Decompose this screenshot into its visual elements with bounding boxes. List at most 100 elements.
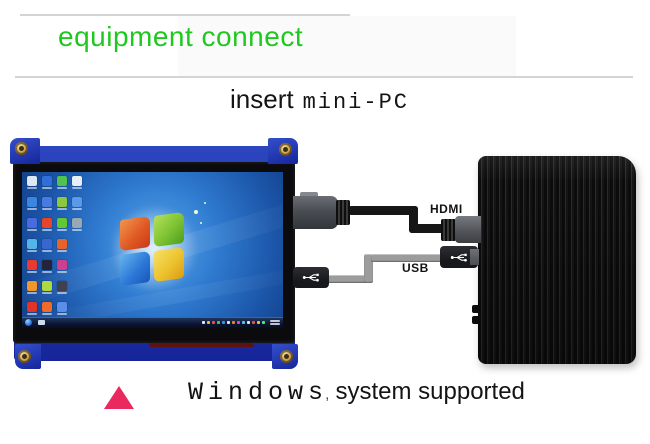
header-top-rule — [20, 14, 350, 16]
hdmi-plug-display-side — [293, 196, 338, 229]
desktop-icon-label — [72, 229, 82, 231]
tray-icon — [212, 321, 215, 324]
desktop-icon-label — [42, 313, 52, 315]
usb-cable — [364, 254, 373, 283]
mini-pc-side-tab — [472, 305, 479, 313]
desktop-icon — [42, 176, 52, 189]
tray-icon — [262, 321, 265, 324]
tray-icon — [227, 321, 230, 324]
tray-icon — [217, 321, 220, 324]
screen — [22, 172, 283, 328]
footer-os-mark: , — [325, 386, 330, 403]
desktop-icon — [27, 302, 37, 315]
desktop-icon-label — [57, 271, 67, 273]
desktop-icon — [27, 176, 37, 189]
hdmi-label: HDMI — [430, 202, 463, 216]
desktop-icon-label — [42, 292, 52, 294]
section-title: equipment connect — [58, 21, 304, 52]
tray-icon — [257, 321, 260, 324]
desktop-icon-label — [72, 187, 82, 189]
desktop-icon — [57, 176, 67, 189]
header-bottom-rule — [15, 76, 633, 78]
footer-supported-text: system supported — [335, 378, 525, 405]
desktop-icon-label — [57, 187, 67, 189]
desktop-icon-label — [27, 292, 37, 294]
usb-plug-metal-tip — [470, 249, 479, 265]
hdmi-plug-pc-side — [455, 216, 481, 243]
desktop-icon-label — [27, 187, 37, 189]
screw-icon — [280, 350, 293, 363]
hdmi-cable — [409, 206, 418, 233]
footer-text: Windows , system supported — [188, 378, 525, 407]
desktop-icon-label — [27, 313, 37, 315]
tray-icon — [242, 321, 245, 324]
hdmi-plug-strain-relief — [441, 219, 456, 241]
screw-icon — [15, 142, 28, 155]
hdmi-plug-tab — [300, 192, 318, 197]
desktop-icon — [27, 197, 37, 210]
desktop-icon-label — [42, 250, 52, 252]
desktop-icon — [27, 218, 37, 231]
desktop-icon — [72, 218, 82, 231]
usb-plug-pc-side — [440, 246, 478, 268]
desktop-icon — [72, 197, 82, 210]
desktop-icon — [57, 260, 67, 273]
usb-cable — [326, 275, 372, 283]
desktop-icon-label — [27, 229, 37, 231]
taskbar-clock — [270, 319, 280, 326]
windows-logo — [120, 211, 188, 287]
subtitle-action: insert — [230, 84, 294, 114]
sparkle — [204, 202, 206, 204]
hdmi-cable — [348, 206, 418, 215]
sparkle — [194, 210, 198, 214]
desktop-icon-label — [57, 250, 67, 252]
desktop-icon-label — [42, 229, 52, 231]
desktop-icon-label — [57, 208, 67, 210]
mini-pc — [478, 156, 636, 364]
tray-icon — [237, 321, 240, 324]
desktop-icon — [57, 302, 67, 315]
desktop-icon — [42, 281, 52, 294]
tray-icon — [252, 321, 255, 324]
desktop-icon-label — [27, 208, 37, 210]
desktop-icon-label — [42, 208, 52, 210]
desktop-icon — [57, 239, 67, 252]
desktop-icon-label — [57, 229, 67, 231]
windows-logo-pane-blue — [120, 250, 150, 287]
tray-icon — [207, 321, 210, 324]
screw-icon — [18, 350, 31, 363]
desktop-icon-label — [42, 271, 52, 273]
screw-icon — [279, 143, 292, 156]
desktop-icon — [57, 281, 67, 294]
windows-logo-pane-yellow — [154, 246, 184, 283]
usb-label: USB — [402, 261, 429, 275]
tray-icon — [202, 321, 205, 324]
desktop-icon — [42, 260, 52, 273]
hdmi-cable — [409, 224, 445, 233]
taskbar-window-icon — [38, 320, 45, 325]
desktop-icon — [42, 302, 52, 315]
desktop-icon-label — [72, 208, 82, 210]
windows-logo-pane-green — [154, 211, 184, 248]
desktop-icon — [57, 197, 67, 210]
desktop-icon-label — [57, 313, 67, 315]
usb-trident-icon — [302, 273, 319, 282]
hdmi-plug-strain-relief — [336, 200, 350, 225]
header-background-panel — [178, 16, 516, 76]
windows-logo-pane-red — [120, 215, 150, 252]
desktop-icon-label — [27, 271, 37, 273]
desktop-icon — [42, 218, 52, 231]
tray-icon — [222, 321, 225, 324]
bullet-triangle — [104, 386, 134, 409]
desktop-icon — [72, 176, 82, 189]
tray-icon — [247, 321, 250, 324]
usb-cable — [371, 254, 443, 262]
desktop-icon-label — [27, 250, 37, 252]
sparkle — [200, 222, 202, 224]
desktop-icon — [57, 218, 67, 231]
system-tray — [202, 321, 265, 324]
desktop-icon — [27, 260, 37, 273]
usb-trident-icon — [450, 253, 467, 262]
footer-os-name: Windows — [188, 378, 329, 407]
